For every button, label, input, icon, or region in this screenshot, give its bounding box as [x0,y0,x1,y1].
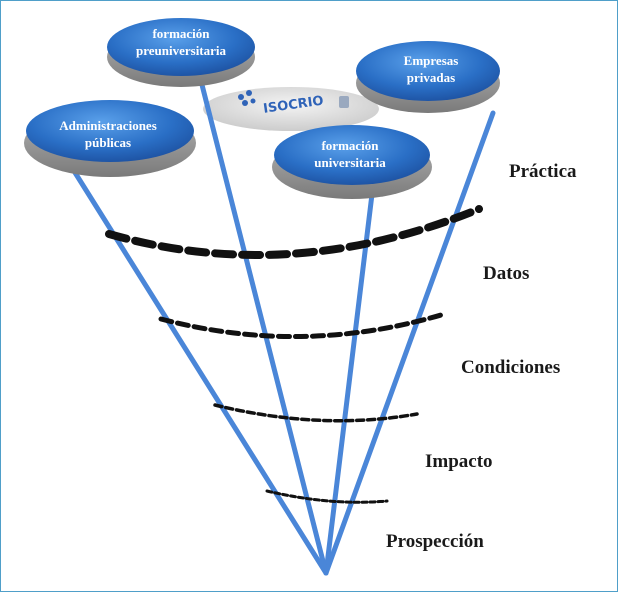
disk-top [107,18,255,76]
disk-formacion-universitaria: formación universitaria [272,125,432,199]
funnel-line-administraciones [66,160,329,576]
disk-label-line1: Empresas [404,53,459,68]
disk-top [274,125,430,185]
logo-cup-icon [339,96,349,108]
disk-formacion-preuniversitaria: formación preuniversitaria [107,18,255,87]
funnel-line-preuniversitaria [196,70,329,576]
disk-label-line1: formación [152,26,210,41]
ring-impacto [265,489,389,504]
level-label-prospeccion: Prospección [386,531,484,552]
level-label-condiciones: Condiciones [461,357,560,378]
disk-label-line2: privadas [407,70,455,85]
disk-label-line2: preuniversitaria [136,43,227,58]
ring-datos [158,312,444,340]
funnel-line-empresas [323,110,496,576]
disk-top [356,41,500,101]
funnel-line-universitaria [323,183,376,576]
ring-condiciones [213,403,419,423]
logo-mark-icon [238,90,256,106]
disk-label-line1: formación [321,138,379,153]
disk-empresas-privadas: Empresas privadas [356,41,500,113]
disk-administraciones-publicas: Administraciones públicas [24,100,196,177]
logo-platform: ISOCRIO [203,87,379,131]
disk-label-line2: universitaria [314,155,386,170]
disk-top [26,100,194,162]
disk-label-line2: públicas [85,135,131,150]
logo-platform-base [203,87,379,131]
level-label-datos: Datos [483,263,529,284]
level-label-impacto: Impacto [425,451,493,472]
ring-practica [105,205,483,259]
level-labels: Práctica Datos Condiciones Impacto Prosp… [386,161,577,552]
disk-label-line1: Administraciones [59,118,157,133]
dashed-rings [105,205,483,504]
level-label-practica: Práctica [509,161,577,182]
